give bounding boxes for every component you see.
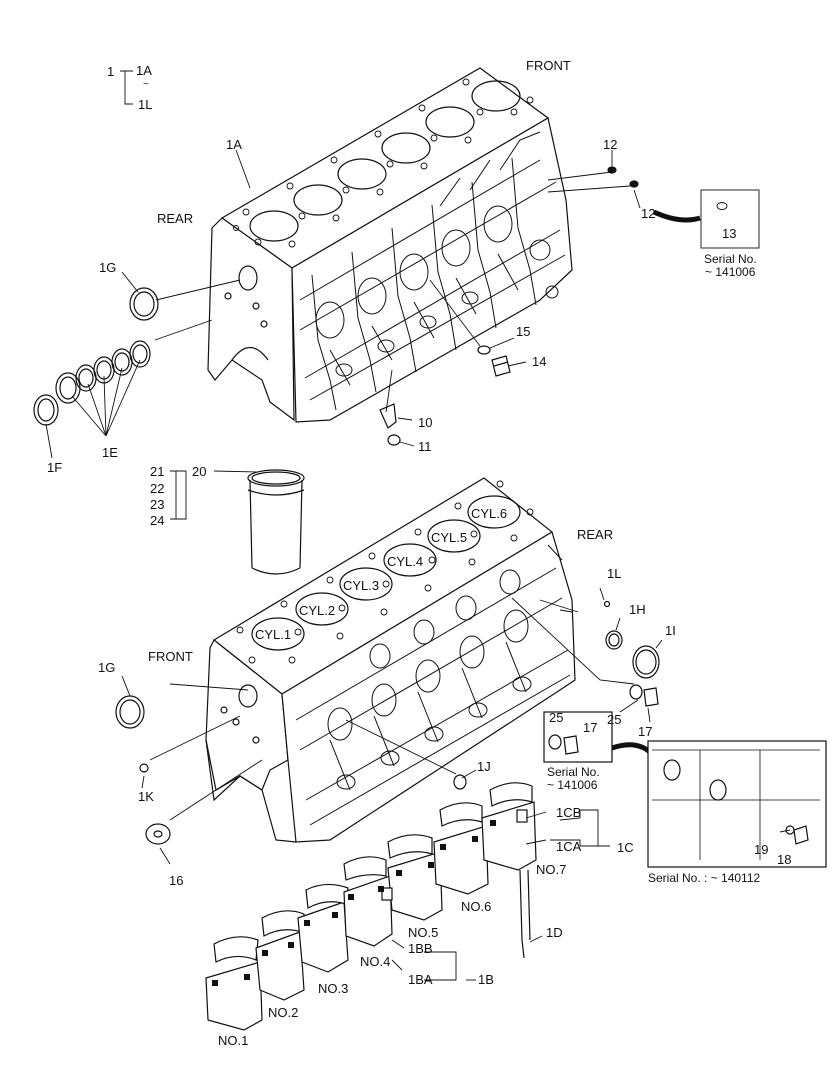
box2-caption: Serial No. : ~ 140112: [648, 871, 761, 885]
label-22: 22: [150, 481, 165, 496]
serial-value-13: ~ 141006: [705, 265, 756, 279]
label-17: 17: [638, 724, 653, 739]
serial-box-13: [700, 189, 760, 249]
label-16: 16: [169, 873, 184, 888]
label-tilde: ~: [143, 79, 149, 90]
upper-cylinder-block: [207, 67, 573, 423]
upper-leaders: [45, 70, 760, 459]
label-1L: 1L: [607, 566, 622, 581]
box1-serial-label: Serial No.: [547, 765, 600, 779]
cyl-label: CYL.6: [471, 506, 508, 521]
label-15: 15: [516, 324, 531, 339]
label-1F: 1F: [47, 460, 63, 475]
label-1: 1: [107, 64, 115, 79]
label-20: 20: [192, 464, 207, 479]
label-1J: 1J: [477, 759, 491, 774]
label-13: 13: [722, 226, 737, 241]
label-1CB: 1CB: [556, 805, 582, 820]
label-1A-range: 1A: [136, 63, 152, 78]
label-1L-range: 1L: [138, 97, 153, 112]
cap-bolt-holes: [212, 820, 496, 986]
box1-label-17: 17: [583, 720, 598, 735]
cyl-label: CYL.3: [343, 578, 380, 593]
box2-label-18: 18: [777, 852, 792, 867]
bearing-caps: [205, 782, 537, 1031]
label-1BB: 1BB: [408, 941, 433, 956]
cap-label: NO.7: [536, 862, 567, 877]
label-25: 25: [607, 712, 622, 727]
lower-block-parts: [115, 600, 827, 868]
label-24: 24: [150, 513, 165, 528]
label-11: 11: [418, 439, 432, 454]
cyl-label: CYL.1: [255, 627, 292, 642]
cap-label: NO.6: [461, 899, 492, 914]
label-1B: 1B: [478, 972, 494, 987]
label-rear-top: REAR: [157, 211, 194, 226]
label-21: 21: [150, 464, 165, 479]
cap-label: NO.4: [360, 954, 391, 969]
box1-label-25: 25: [549, 710, 564, 725]
label-1G-bottom: 1G: [98, 660, 116, 675]
plug-set-1E: [55, 340, 151, 404]
label-1D: 1D: [546, 925, 563, 940]
cyl-label: CYL.2: [299, 603, 336, 618]
label-rear-bottom: REAR: [577, 527, 614, 542]
serial-label-13: Serial No.: [704, 252, 757, 266]
label-23: 23: [150, 497, 165, 512]
serial-box-25-17: [543, 711, 613, 763]
lower-leaders: [121, 470, 791, 981]
label-1BA: 1BA: [408, 972, 433, 987]
ball-12-lower: [629, 180, 639, 188]
serial-box-19-18: [647, 740, 827, 868]
jet-10: [379, 403, 397, 429]
label-1CA: 1CA: [556, 839, 582, 854]
label-1K: 1K: [138, 789, 154, 804]
box2-label-19: 19: [754, 842, 769, 857]
ball-12-upper: [607, 166, 617, 174]
label-12-lower: 12: [641, 206, 656, 221]
label-14: 14: [532, 354, 547, 369]
label-front-bottom: FRONT: [148, 649, 193, 664]
cylinder-liner-20: [247, 469, 305, 575]
label-1G-top: 1G: [99, 260, 117, 275]
label-1A: 1A: [226, 137, 242, 152]
label-1I: 1I: [665, 623, 676, 638]
label-front-top: FRONT: [526, 58, 571, 73]
cap-label: NO.3: [318, 981, 349, 996]
lower-cylinder-block: [205, 477, 576, 843]
plug-14: [491, 355, 511, 377]
label-1C: 1C: [617, 840, 634, 855]
label-1H: 1H: [629, 602, 646, 617]
seal-1G-upper: [129, 287, 159, 321]
cap-label: NO.2: [268, 1005, 299, 1020]
bolt-11: [387, 434, 401, 446]
cap-label: NO.5: [408, 925, 439, 940]
washer-15: [477, 345, 491, 355]
cyl-label: CYL.4: [387, 554, 424, 569]
label-10: 10: [418, 415, 433, 430]
cap-label: NO.1: [218, 1033, 249, 1048]
box1-serial-value: ~ 141006: [547, 778, 598, 792]
label-1E: 1E: [102, 445, 118, 460]
cyl-label: CYL.5: [431, 530, 468, 545]
upper-block-parts: [33, 166, 639, 446]
label-12-upper: 12: [603, 137, 618, 152]
